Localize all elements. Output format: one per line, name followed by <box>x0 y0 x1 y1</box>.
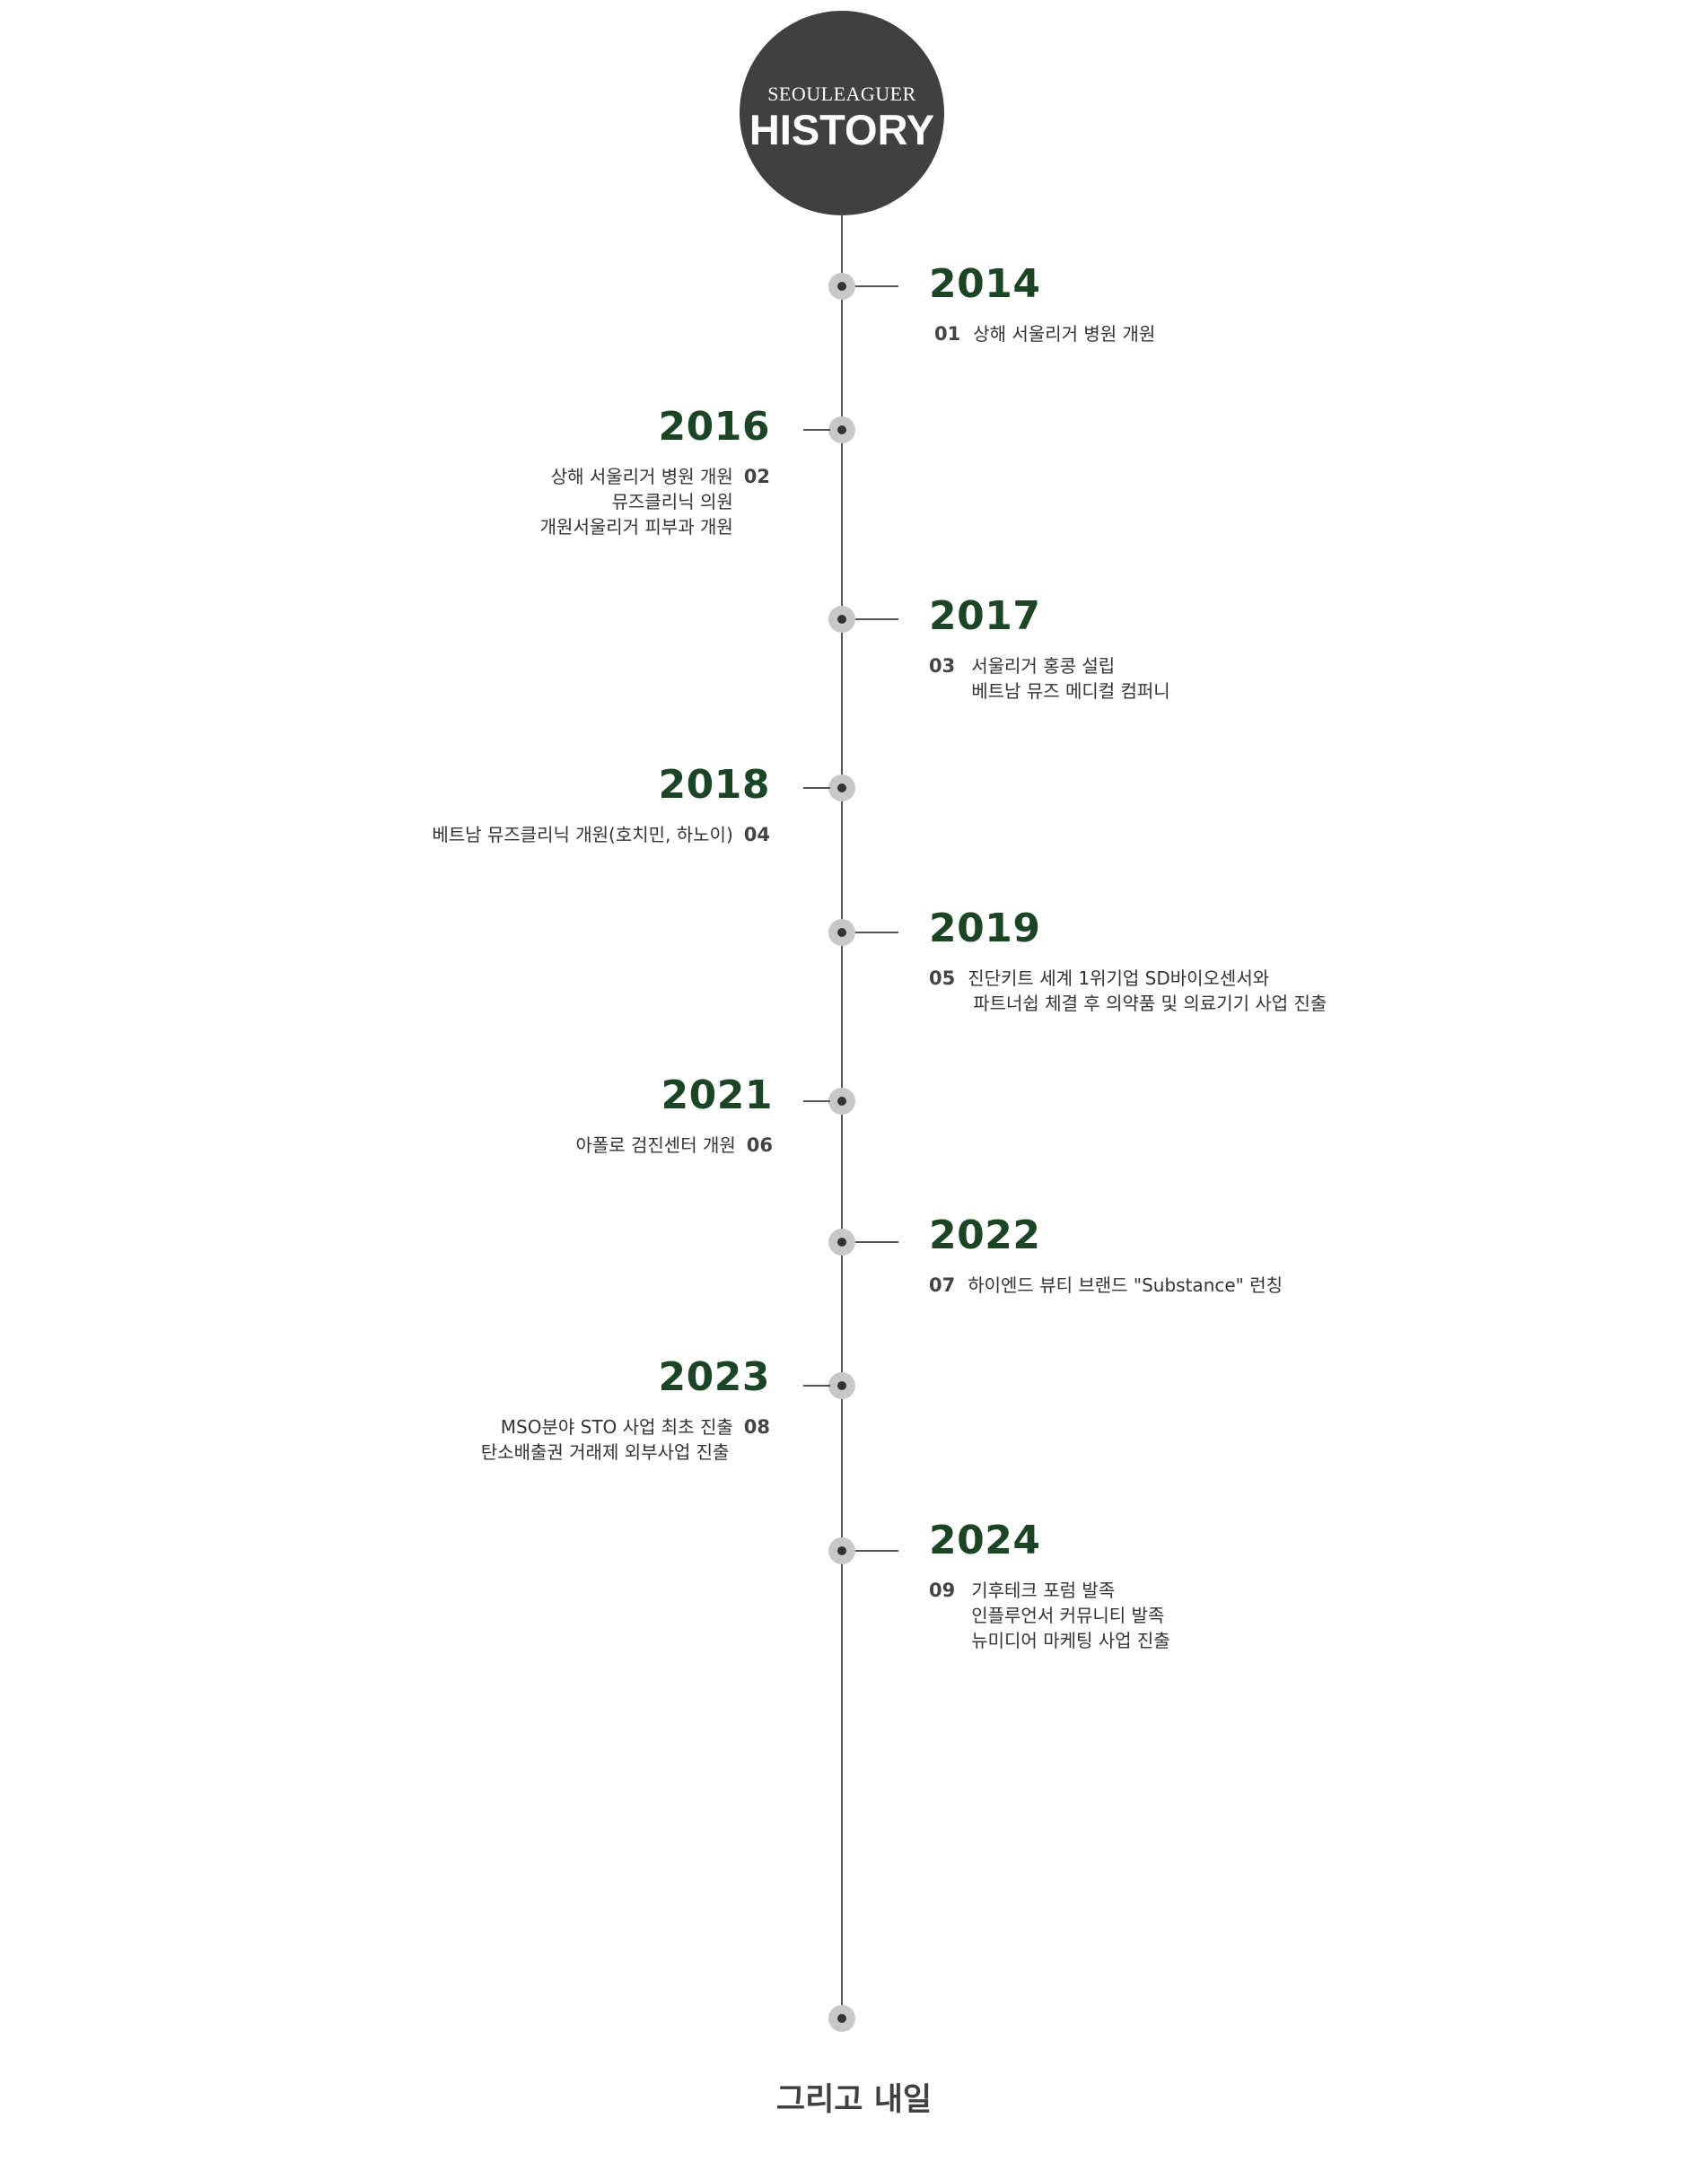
entry-line: 진단키트 세계 1위기업 SD바이오센서와 <box>968 967 1270 989</box>
connector-2023 <box>803 1385 830 1387</box>
entry-items: MSO분야 STO 사업 최초 진출 탄소배출권 거래제 외부사업 진출 08 <box>481 1414 770 1465</box>
connector-2021 <box>803 1100 830 1102</box>
timeline-entry-2022: 2022 07 하이엔드 뷰티 브랜드 "Substance" 런칭 <box>929 1213 1283 1298</box>
entry-line: MSO분야 STO 사업 최초 진출 <box>500 1416 733 1438</box>
node-dot <box>837 1381 846 1390</box>
entry-items: 베트남 뮤즈클리닉 개원(호치민, 하노이) 04 <box>432 822 770 847</box>
entry-line: 뮤즈클리닉 의원 <box>611 491 733 512</box>
entry-line: 베트남 뮤즈클리닉 개원(호치민, 하노이) <box>432 824 733 845</box>
timeline-entry-2018: 2018 베트남 뮤즈클리닉 개원(호치민, 하노이) 04 <box>432 763 770 847</box>
entry-items: 09 기후테크 포럼 발족 인플루언서 커뮤니티 발족 뉴미디어 마케팅 사업 … <box>929 1578 1170 1653</box>
entry-line: 뉴미디어 마케팅 사업 진출 <box>971 1630 1170 1651</box>
connector-2022 <box>855 1241 898 1243</box>
entry-line: 개원서울리거 피부과 개원 <box>539 516 733 538</box>
entry-line: 하이엔드 뷰티 브랜드 "Substance" 런칭 <box>968 1274 1283 1296</box>
year-label: 2018 <box>658 762 770 808</box>
entry-lines: 서울리거 홍콩 설립 베트남 뮤즈 메디컬 컴퍼니 <box>971 653 1169 704</box>
entry-line: 서울리거 홍콩 설립 <box>971 655 1116 677</box>
entry-number: 04 <box>743 824 770 845</box>
timeline-node-2018 <box>828 775 855 801</box>
connector-2018 <box>803 787 830 789</box>
connector-2019 <box>855 932 898 933</box>
year-label: 2014 <box>929 261 1041 307</box>
entry-items: 03 서울리거 홍콩 설립 베트남 뮤즈 메디컬 컴퍼니 <box>929 653 1170 704</box>
year-label: 2019 <box>929 906 1041 951</box>
entry-items: 07 하이엔드 뷰티 브랜드 "Substance" 런칭 <box>929 1273 1283 1298</box>
timeline-end-node <box>828 2005 855 2032</box>
entry-items: 아폴로 검진센터 개원 06 <box>575 1133 773 1158</box>
timeline-node-2021 <box>828 1088 855 1115</box>
entry-line: 기후테크 포럼 발족 <box>971 1580 1116 1601</box>
timeline-node-2016 <box>828 416 855 443</box>
timeline-node-2017 <box>828 606 855 633</box>
entry-number: 06 <box>746 1134 773 1156</box>
connector-2017 <box>855 618 898 620</box>
node-dot <box>837 615 846 624</box>
year-label: 2021 <box>661 1072 773 1118</box>
year-label: 2017 <box>929 593 1041 639</box>
entry-line: 파트너쉽 체결 후 의약품 및 의료기기 사업 진출 <box>973 993 1327 1014</box>
entry-number: 01 <box>934 323 961 345</box>
timeline-entry-2014: 2014 01 상해 서울리거 병원 개원 <box>929 262 1155 346</box>
node-dot <box>837 1238 846 1247</box>
entry-items: 05 진단키트 세계 1위기업 SD바이오센서와 파트너쉽 체결 후 의약품 및… <box>929 966 1327 1016</box>
entry-lines: 아폴로 검진센터 개원 <box>575 1133 735 1158</box>
entry-number: 09 <box>929 1580 956 1601</box>
entry-lines: 상해 서울리거 병원 개원 뮤즈클리닉 의원 개원서울리거 피부과 개원 <box>540 464 733 539</box>
node-dot <box>837 282 846 291</box>
entry-lines: 상해 서울리거 병원 개원 <box>973 321 1155 346</box>
entry-line: 탄소배출권 거래제 외부사업 진출 <box>480 1441 730 1463</box>
timeline-entry-2019: 2019 05 진단키트 세계 1위기업 SD바이오센서와 파트너쉽 체결 후 … <box>929 906 1327 1016</box>
year-label: 2023 <box>658 1354 770 1400</box>
node-dot <box>837 1546 846 1555</box>
entry-number: 05 <box>929 967 956 989</box>
timeline-node-2014 <box>828 273 855 300</box>
page-title: HISTORY <box>749 106 935 153</box>
entry-lines: 베트남 뮤즈클리닉 개원(호치민, 하노이) <box>432 822 732 847</box>
year-label: 2016 <box>658 404 770 450</box>
year-label: 2022 <box>929 1212 1041 1258</box>
timeline-entry-2023: 2023 MSO분야 STO 사업 최초 진출 탄소배출권 거래제 외부사업 진… <box>481 1355 770 1465</box>
history-header-circle: SEOULEAGUER HISTORY <box>740 11 944 215</box>
timeline-entry-2016: 2016 상해 서울리거 병원 개원 뮤즈클리닉 의원 개원서울리거 피부과 개… <box>540 405 770 539</box>
entry-lines: 기후테크 포럼 발족 인플루언서 커뮤니티 발족 뉴미디어 마케팅 사업 진출 <box>971 1578 1169 1653</box>
node-dot <box>837 783 846 792</box>
connector-2014 <box>855 285 898 287</box>
year-label: 2024 <box>929 1518 1041 1563</box>
entry-number: 07 <box>929 1274 956 1296</box>
entry-items: 상해 서울리거 병원 개원 뮤즈클리닉 의원 개원서울리거 피부과 개원 02 <box>540 464 770 539</box>
node-dot <box>837 2014 846 2023</box>
node-dot <box>837 1097 846 1106</box>
entry-lines: 하이엔드 뷰티 브랜드 "Substance" 런칭 <box>968 1273 1283 1298</box>
footer-tomorrow: 그리고 내일 <box>775 2082 933 2118</box>
timeline-entry-2024: 2024 09 기후테크 포럼 발족 인플루언서 커뮤니티 발족 뉴미디어 마케… <box>929 1519 1170 1653</box>
timeline-entry-2017: 2017 03 서울리거 홍콩 설립 베트남 뮤즈 메디컬 컴퍼니 <box>929 594 1170 704</box>
timeline-node-2023 <box>828 1372 855 1399</box>
entry-line: 베트남 뮤즈 메디컬 컴퍼니 <box>971 680 1170 702</box>
entry-items: 01 상해 서울리거 병원 개원 <box>929 321 1155 346</box>
entry-number: 03 <box>929 655 956 677</box>
entry-number: 02 <box>743 466 770 487</box>
entry-line: 인플루언서 커뮤니티 발족 <box>971 1605 1165 1626</box>
entry-lines: 진단키트 세계 1위기업 SD바이오센서와 파트너쉽 체결 후 의약품 및 의료… <box>968 966 1327 1016</box>
connector-2016 <box>803 429 830 431</box>
connector-2024 <box>855 1550 898 1552</box>
timeline-node-2019 <box>828 919 855 946</box>
entry-lines: MSO분야 STO 사업 최초 진출 탄소배출권 거래제 외부사업 진출 <box>481 1414 733 1465</box>
node-dot <box>837 928 846 937</box>
brand-name: SEOULEAGUER <box>767 83 916 105</box>
timeline-entry-2021: 2021 아폴로 검진센터 개원 06 <box>575 1073 773 1158</box>
entry-number: 08 <box>743 1416 770 1438</box>
entry-line: 아폴로 검진센터 개원 <box>575 1134 736 1156</box>
timeline-node-2024 <box>828 1537 855 1564</box>
entry-line: 상해 서울리거 병원 개원 <box>973 323 1156 345</box>
entry-line: 상해 서울리거 병원 개원 <box>550 466 733 487</box>
timeline-node-2022 <box>828 1229 855 1256</box>
node-dot <box>837 425 846 434</box>
